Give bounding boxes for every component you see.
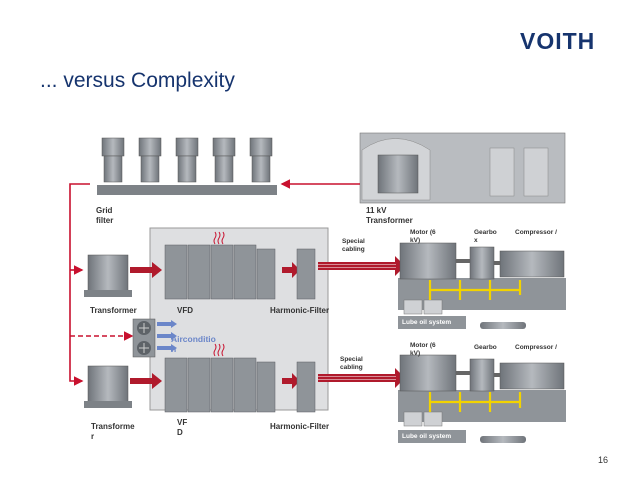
airflow-arrows bbox=[157, 320, 177, 352]
page-number: 16 bbox=[598, 455, 609, 465]
compressor-train-top bbox=[398, 242, 566, 329]
compressor-top-label: Compressor / bbox=[515, 229, 557, 236]
bus-arrow bbox=[69, 183, 90, 386]
transformer-bottom-unit bbox=[84, 365, 132, 408]
compressor-bottom-label: Compressor / bbox=[515, 344, 557, 351]
vfd-cabinets-bottom bbox=[164, 357, 316, 413]
gearbox-bottom-label: Gearbo bbox=[474, 344, 497, 351]
transformer-top-label: Transformer bbox=[90, 306, 137, 315]
lube-oil-top: Lube oil system bbox=[402, 319, 452, 326]
harmonic-filter-bottom-label: Harmonic-Filter bbox=[270, 422, 330, 431]
compressor-train-bottom bbox=[398, 354, 566, 443]
lube-oil-bottom: Lube oil system bbox=[402, 433, 452, 440]
vfd-cabinets-top bbox=[164, 244, 316, 300]
grid-filter-units bbox=[97, 137, 277, 195]
harmonic-filter-top-label: Harmonic-Filter bbox=[270, 306, 330, 315]
heat-icon bbox=[213, 231, 225, 357]
transformer-top-unit bbox=[84, 254, 132, 297]
vfd-top-label: VFD bbox=[177, 306, 193, 315]
slide-title: ... versus Complexity bbox=[40, 69, 235, 92]
voith-logo: VOITH bbox=[520, 28, 596, 54]
aircondition-unit bbox=[132, 318, 156, 358]
transformer-building bbox=[359, 132, 566, 204]
